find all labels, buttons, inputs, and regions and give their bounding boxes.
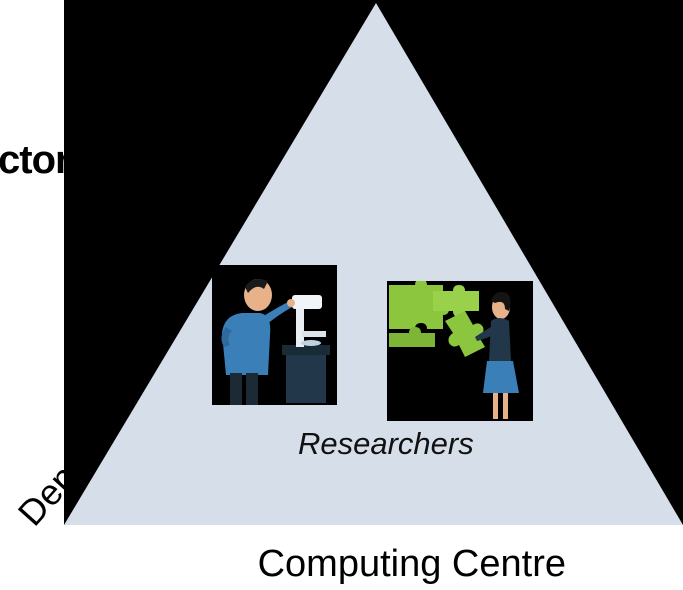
- computing-centre-label: Computing Centre: [0, 545, 683, 583]
- left-bottom-label-clip: Dep: [0, 400, 110, 530]
- left-top-label-clip: ctor: [0, 120, 64, 200]
- computing-centre-text: Computing Centre: [257, 543, 566, 585]
- researchers-label: Researchers: [298, 426, 474, 461]
- person-with-puzzle-pieces-icon: [387, 281, 533, 421]
- scientist-with-microscope-icon: [212, 265, 337, 405]
- left-bottom-partial-label: Dep: [9, 456, 85, 530]
- left-top-partial-label: ctor: [0, 138, 64, 182]
